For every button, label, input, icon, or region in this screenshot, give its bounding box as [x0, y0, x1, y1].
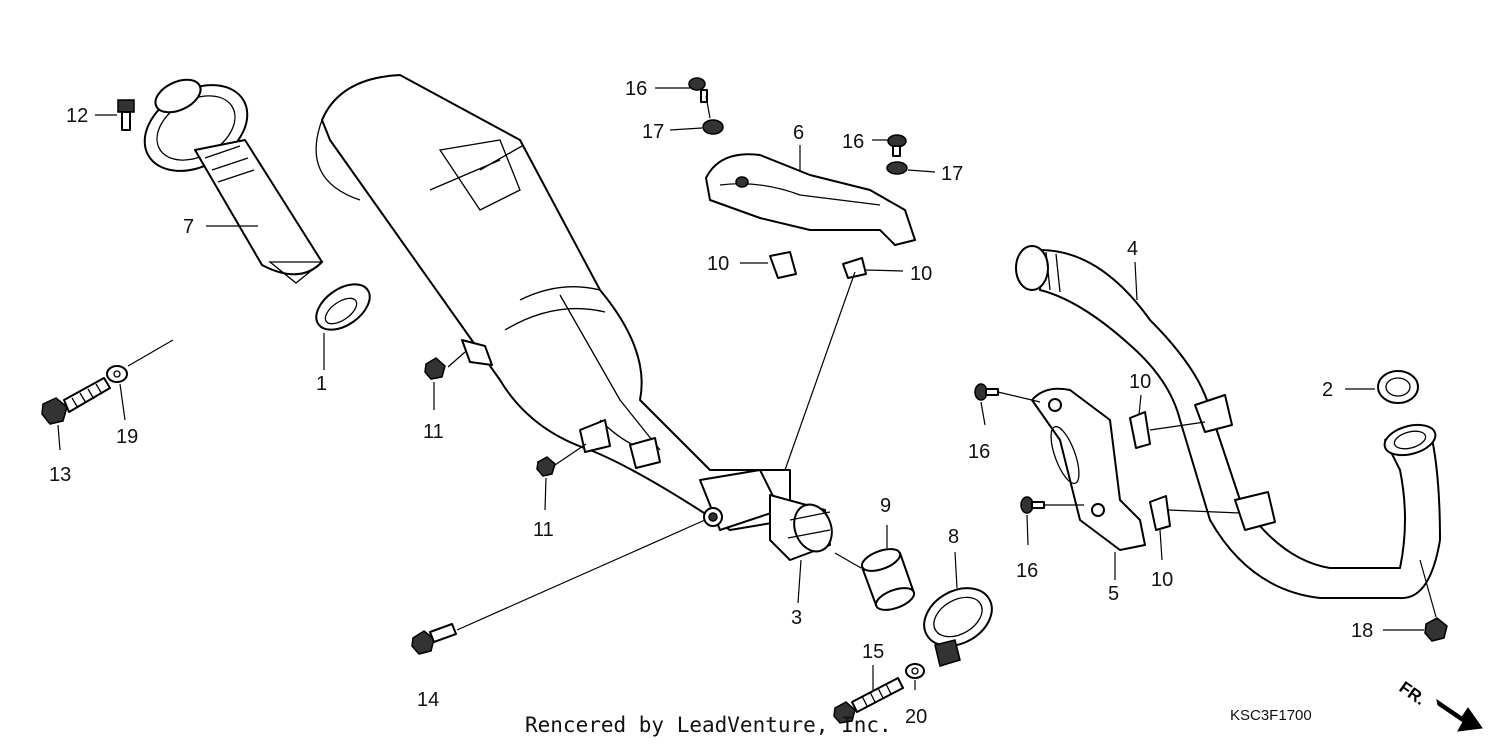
part-16-bolt-c: [974, 383, 999, 401]
callout-16-protector-top: 16: [968, 441, 990, 463]
callout-17-top-right: 17: [941, 163, 963, 185]
callout-15: 15: [862, 641, 884, 663]
callout-16-protector-bottom: 16: [1016, 560, 1038, 582]
callout-16-top-left: 16: [625, 78, 647, 100]
part-13-bolt: [41, 377, 111, 425]
part-10-clip-d: [1149, 495, 1171, 531]
part-3-joint: [769, 494, 833, 561]
part-16-bolt-a: [688, 77, 708, 103]
callout-2: 2: [1322, 379, 1333, 401]
part-20-washer: [905, 663, 925, 679]
callout-3: 3: [791, 607, 802, 629]
callout-10-protector-top: 10: [1129, 371, 1151, 393]
callout-7: 7: [183, 216, 194, 238]
callout-4: 4: [1127, 238, 1138, 260]
part-14-bolt: [411, 623, 457, 655]
part-18-nut: [1424, 617, 1448, 642]
callout-10-left: 10: [707, 253, 729, 275]
part-10-clip-a: [769, 251, 797, 279]
part-12-bolt: [117, 99, 135, 131]
part-1-gasket: [315, 283, 371, 331]
callout-20: 20: [905, 706, 927, 728]
part-7-spark-arrester: [143, 78, 324, 284]
part-9-gasket: [860, 548, 916, 611]
diagram-code: KSC3F1700: [1230, 707, 1312, 724]
callout-18: 18: [1351, 620, 1373, 642]
callout-9: 9: [880, 495, 891, 517]
callout-19: 19: [116, 426, 138, 448]
render-credit: Rencered by LeadVenture, Inc.: [525, 713, 892, 737]
front-direction-arrow-icon: [1436, 698, 1483, 732]
part-6-protector: [705, 153, 916, 246]
part-4-exhaust-pipe: [1015, 245, 1441, 600]
callout-11-upper: 11: [423, 421, 444, 443]
part-11-nut-lower: [536, 456, 556, 477]
muffler-assembly: [315, 74, 791, 531]
part-17-washer-a: [702, 119, 724, 135]
front-direction-indicator: FR.: [1396, 678, 1483, 732]
callout-17-top-left: 17: [642, 121, 664, 143]
part-11-nut-upper: [424, 357, 446, 380]
callout-5: 5: [1108, 583, 1119, 605]
callout-10-right: 10: [910, 263, 932, 285]
callout-8: 8: [948, 526, 959, 548]
part-8-clamp: [923, 587, 993, 667]
callout-11-lower: 11: [533, 519, 554, 541]
front-direction-label: FR.: [1396, 678, 1429, 709]
part-17-washer-b: [886, 161, 908, 175]
part-19-washer: [106, 365, 128, 383]
callout-13: 13: [49, 464, 71, 486]
part-10-clip-b: [842, 257, 867, 279]
callout-1: 1: [316, 373, 327, 395]
callout-16-top-right: 16: [842, 131, 864, 153]
callout-labels: 12 7 1 13 19 11 11 14 16 17 6 16 17 10 1…: [49, 78, 1373, 728]
part-16-bolt-b: [887, 134, 907, 157]
leader-lines: [57, 87, 1437, 690]
part-15-bolt: [833, 677, 904, 724]
part-5-pipe-protector: [1031, 387, 1146, 551]
part-2-gasket: [1377, 370, 1419, 404]
part-10-clip-c: [1129, 411, 1151, 449]
callout-14: 14: [417, 689, 439, 711]
callout-10-protector-bottom: 10: [1151, 569, 1173, 591]
part-16-bolt-d: [1020, 496, 1045, 514]
callout-12: 12: [66, 105, 88, 127]
callout-6: 6: [793, 122, 804, 144]
